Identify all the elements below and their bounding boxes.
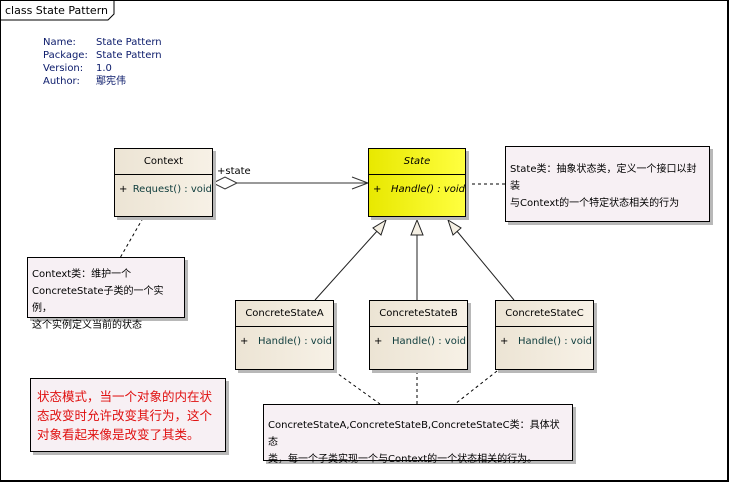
metadata-row: Package: State Pattern <box>43 49 162 62</box>
metadata-value: State Pattern <box>96 37 162 48</box>
class-name: Context <box>115 149 212 175</box>
note-line: 状态模式，当一个对象的内在状 <box>37 389 213 404</box>
class-operation: + Handle() : void <box>369 175 465 195</box>
visibility-public: + <box>500 336 509 347</box>
class-operation: + Handle() : void <box>236 327 333 347</box>
class-name: State <box>369 149 465 175</box>
note-line: State类：抽象状态类，定义一个接口以封装 <box>510 164 697 192</box>
metadata-key: Version: <box>43 63 84 74</box>
class-concrete-state-a[interactable]: ConcreteStateA + Handle() : void <box>235 300 334 370</box>
note-link-context <box>119 217 144 259</box>
inheritance-arrow-icon <box>410 218 424 236</box>
frame-tab-outline <box>1 1 115 21</box>
class-name: ConcreteStateB <box>370 301 467 327</box>
operation-signature: Handle() : void <box>392 336 466 347</box>
inheritance-arrow-icon <box>447 218 462 236</box>
note-pattern-description[interactable]: 状态模式，当一个对象的内在状 态改变时允许改变其行为，这个 对象看起来像是改变了… <box>30 378 226 452</box>
metadata-row: Name: State Pattern <box>43 36 162 49</box>
generalization-c[interactable] <box>447 218 515 301</box>
class-name: ConcreteStateA <box>236 301 333 327</box>
generalization-a[interactable] <box>314 218 387 301</box>
metadata-key: Name: <box>43 37 76 48</box>
note-line: 这个实例定义当前的状态 <box>32 320 142 331</box>
note-context[interactable]: Context类：维护一个 ConcreteState子类的一个实例， 这个实例… <box>27 257 185 331</box>
class-state[interactable]: State + Handle() : void <box>368 148 466 217</box>
operation-signature: Request() : void <box>132 184 212 195</box>
metadata-row: Author: 鄢宪伟 <box>43 75 162 88</box>
class-concrete-state-b[interactable]: ConcreteStateB + Handle() : void <box>369 300 468 370</box>
class-operation: + Handle() : void <box>496 327 593 347</box>
association-context-state[interactable] <box>211 176 370 190</box>
class-name: ConcreteStateC <box>496 301 593 327</box>
inheritance-arrow-icon <box>372 218 387 236</box>
association-role-label: +state <box>217 166 251 177</box>
note-link-concrete-a <box>333 370 381 405</box>
aggregation-diamond-icon <box>211 176 239 190</box>
visibility-public: + <box>374 336 383 347</box>
visibility-public: + <box>119 184 128 195</box>
note-line: ConcreteStateA,ConcreteStateB,ConcreteSt… <box>268 420 560 448</box>
note-line: Context类：维护一个 <box>32 269 132 280</box>
generalization-b[interactable] <box>410 218 424 300</box>
note-line: 态改变时允许改变其行为，这个 <box>37 408 213 423</box>
operation-signature: Handle() : void <box>518 336 592 347</box>
class-concrete-state-c[interactable]: ConcreteStateC + Handle() : void <box>495 300 594 370</box>
note-state[interactable]: State类：抽象状态类，定义一个接口以封装 与Context的一个特定状态相关… <box>505 146 710 222</box>
operation-signature: Handle() : void <box>258 336 332 347</box>
frame-title: class State Pattern <box>5 4 108 17</box>
note-line: 与Context的一个特定状态相关的行为 <box>510 198 680 209</box>
metadata-value: 鄢宪伟 <box>96 76 126 87</box>
class-operation: + Handle() : void <box>370 327 467 347</box>
note-line: ConcreteState子类的一个实例， <box>32 286 164 314</box>
metadata-key: Author: <box>43 76 80 87</box>
operation-signature: Handle() : void <box>391 184 465 195</box>
metadata-row: Version: 1.0 <box>43 62 162 75</box>
class-context[interactable]: Context + Request() : void <box>114 148 213 217</box>
note-line: 类，每一个子类实现一个与Context的一个状态相关的行为。 <box>268 454 538 465</box>
metadata-value: 1.0 <box>96 63 112 74</box>
metadata-key: Package: <box>43 50 88 61</box>
note-link-concrete-c <box>454 370 498 405</box>
metadata-value: State Pattern <box>96 50 162 61</box>
note-line: 对象看起来像是改变了其类。 <box>37 427 200 442</box>
visibility-public: + <box>240 336 249 347</box>
visibility-public: + <box>373 184 382 195</box>
note-concrete-states[interactable]: ConcreteStateA,ConcreteStateB,ConcreteSt… <box>263 404 573 465</box>
diagram-metadata: Name: State Pattern Package: State Pattern… <box>43 36 162 88</box>
class-operation: + Request() : void <box>115 175 212 195</box>
